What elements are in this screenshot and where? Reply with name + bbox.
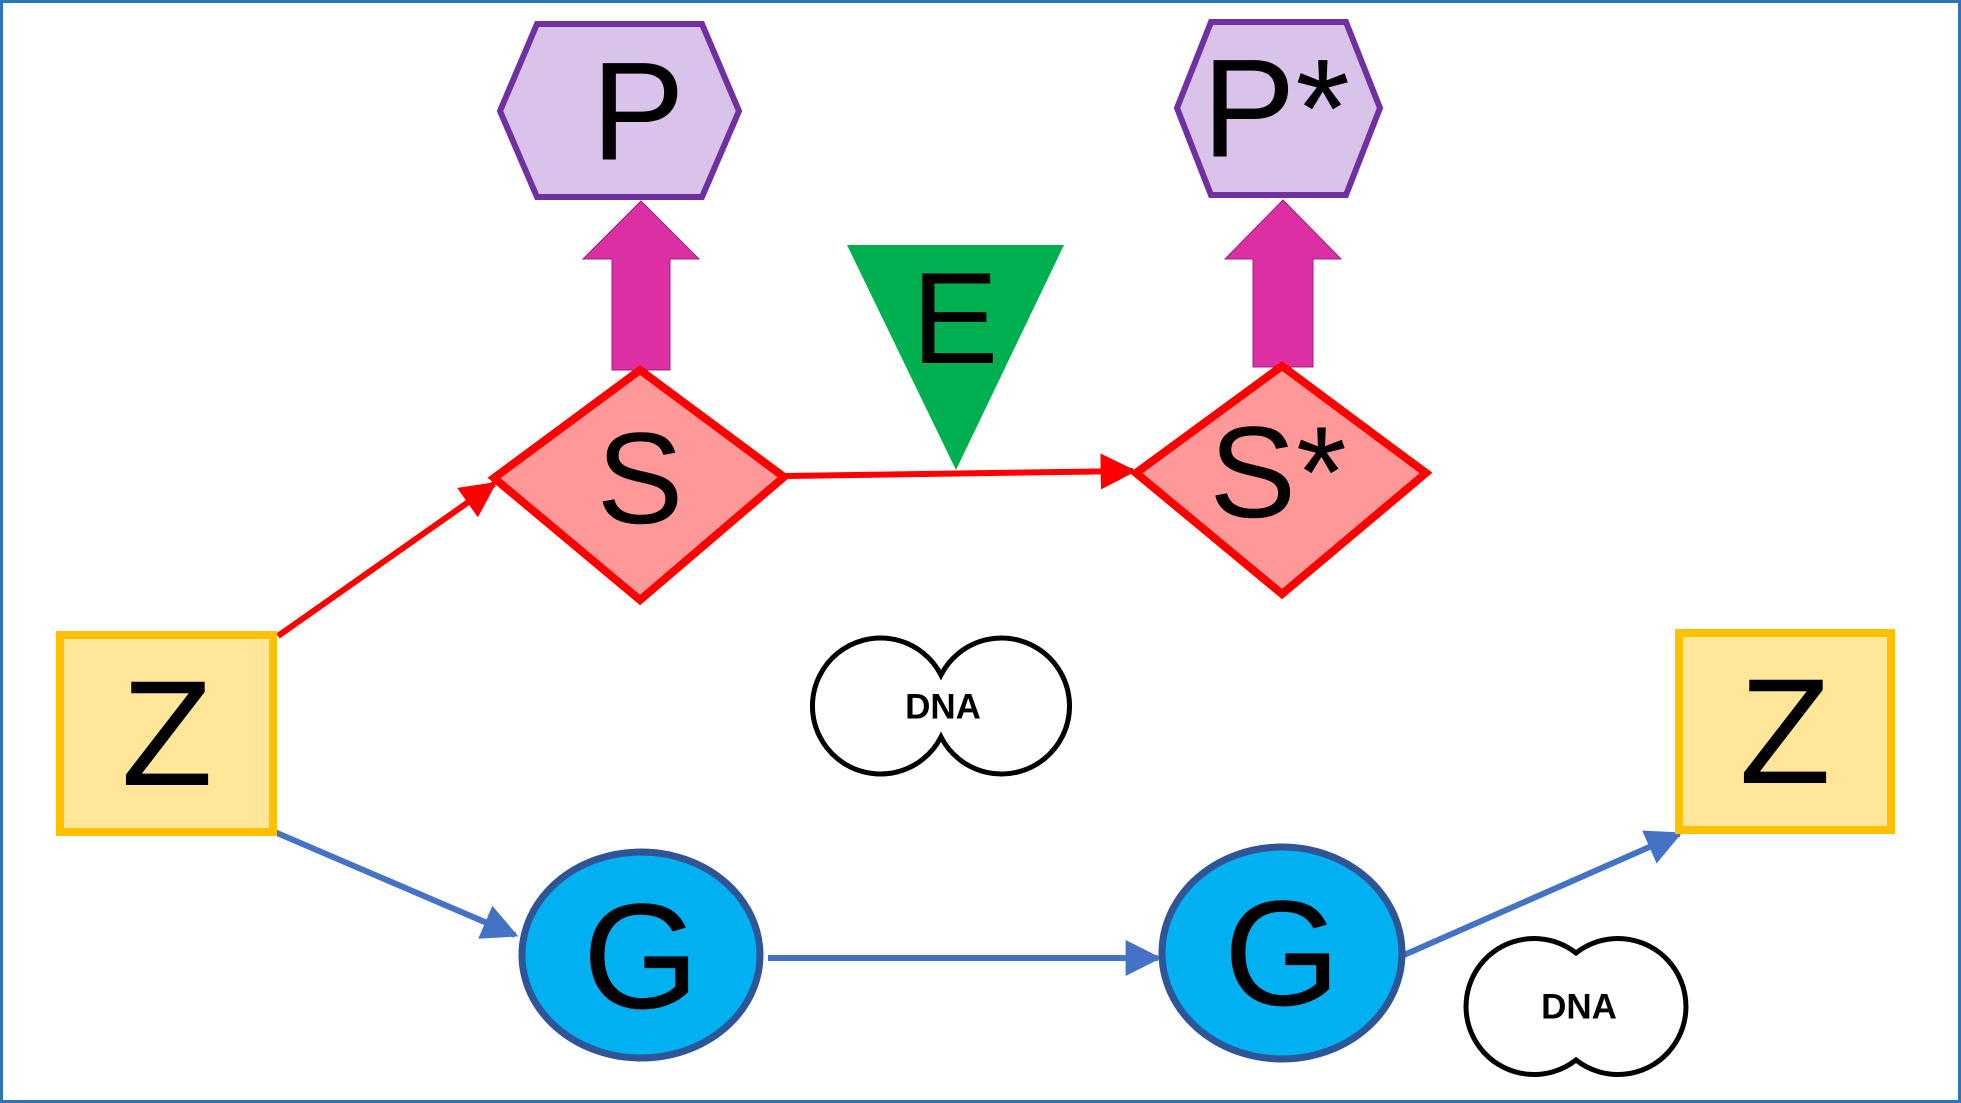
z-label-right: Z bbox=[1739, 647, 1831, 815]
g-ellipse-right bbox=[1158, 843, 1406, 1063]
e-triangle bbox=[847, 245, 1064, 470]
p-hexagon bbox=[496, 21, 743, 200]
arrow-z-to-g bbox=[268, 827, 519, 939]
node-s-star: S* bbox=[1129, 361, 1433, 600]
node-g-right: G bbox=[1158, 843, 1406, 1063]
node-p-star: P* bbox=[1173, 19, 1384, 198]
dna-upper-outline bbox=[810, 635, 1072, 777]
node-z-right: Z bbox=[1675, 629, 1895, 834]
node-s: S bbox=[487, 365, 791, 606]
dna-upper: DNA bbox=[810, 635, 1072, 777]
arrow-z-to-s bbox=[276, 481, 497, 639]
s-star-label: S* bbox=[1209, 399, 1346, 545]
dna-lower-label: DNA bbox=[1541, 988, 1617, 1027]
e-label: E bbox=[912, 245, 999, 391]
dna-lower-outline bbox=[1463, 936, 1689, 1077]
p-star-label: P* bbox=[1202, 30, 1350, 187]
arrow-s-star-to-p-star bbox=[1223, 199, 1343, 368]
s-label: S bbox=[597, 405, 684, 551]
p-star-hexagon bbox=[1173, 19, 1384, 198]
g-ellipse-left bbox=[518, 848, 764, 1062]
arrow-s-to-p bbox=[581, 200, 701, 371]
dna-upper-label: DNA bbox=[905, 688, 981, 727]
s-diamond bbox=[487, 365, 791, 606]
arrow-g-to-z bbox=[1402, 830, 1683, 958]
g-label-left: G bbox=[583, 872, 700, 1040]
z-label-left: Z bbox=[121, 649, 213, 817]
arrow-s-to-s-star bbox=[785, 453, 1137, 490]
dna-lower: DNA bbox=[1463, 936, 1689, 1077]
z-box-right bbox=[1675, 629, 1895, 834]
node-e: E bbox=[847, 245, 1064, 470]
node-p: P bbox=[496, 21, 743, 200]
g-label-right: G bbox=[1224, 869, 1341, 1037]
node-g-left: G bbox=[518, 848, 764, 1062]
node-z-left: Z bbox=[56, 631, 277, 836]
z-box-left bbox=[56, 631, 277, 836]
s-star-diamond bbox=[1129, 361, 1433, 600]
p-label: P bbox=[591, 33, 684, 190]
